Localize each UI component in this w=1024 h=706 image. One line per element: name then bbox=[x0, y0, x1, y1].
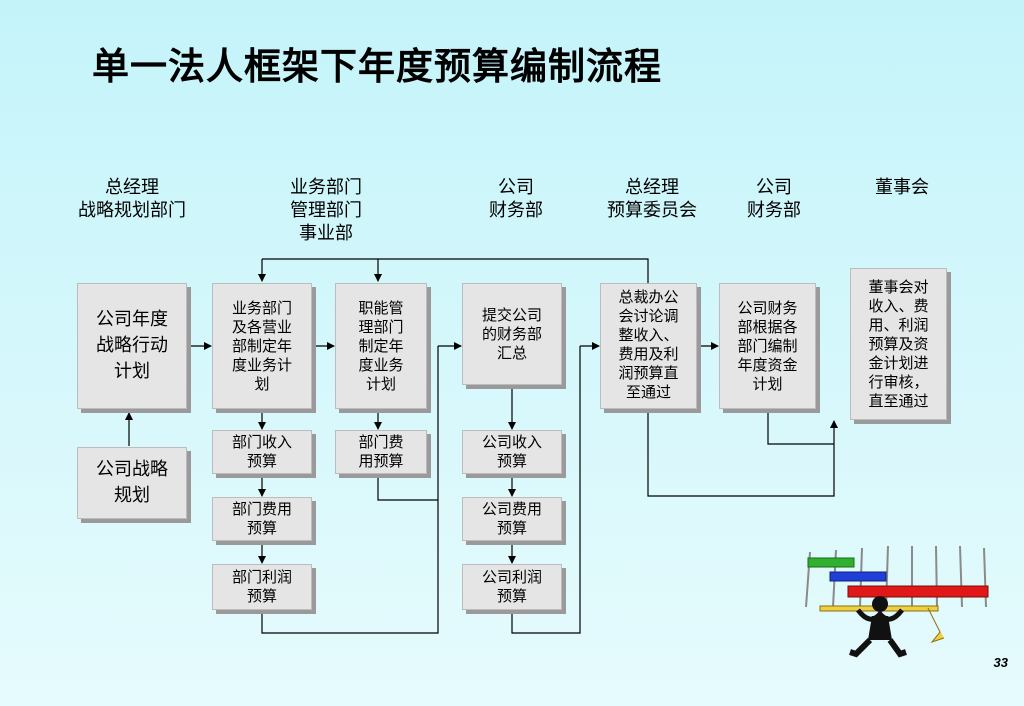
box-line: 整收入、 bbox=[618, 326, 679, 344]
box-line: 提交公司 bbox=[481, 305, 542, 324]
box-line: 董事会对 bbox=[868, 277, 929, 296]
feedback-loop-top bbox=[262, 258, 649, 284]
box-line: 金计划进 bbox=[868, 353, 929, 372]
box-line: 行审核， bbox=[868, 372, 929, 391]
box-line: 总裁办公 bbox=[618, 288, 679, 306]
person-lifting-bars-icon bbox=[805, 545, 989, 658]
box-line: 部门费用 bbox=[231, 500, 292, 518]
column-header-line: 管理部门 bbox=[290, 200, 362, 221]
column-header-finance-1: 公司 财务部 bbox=[466, 176, 566, 222]
box-line: 公司财务 bbox=[737, 298, 798, 317]
box-line: 的财务部 bbox=[481, 324, 542, 343]
box-line: 预算 bbox=[496, 452, 527, 470]
page-title: 单一法人框架下年度预算编制流程 bbox=[92, 45, 662, 88]
box-dept-expense-budget: 部门费用 预算 bbox=[212, 497, 312, 541]
column-header-strategy-dept: 总经理 战略规划部门 bbox=[62, 176, 202, 222]
box-submit-to-finance: 提交公司 的财务部 汇总 bbox=[462, 283, 562, 385]
column-header-line: 总经理 bbox=[105, 177, 159, 198]
column-header-line: 总经理 bbox=[625, 177, 679, 198]
box-dept-business-plan: 业务部门 及各营业 部制定年 度业务计 划 bbox=[212, 283, 312, 409]
box-board-review: 董事会对 收入、费 用、利润 预算及资 金计划进 行审核， 直至通过 bbox=[850, 268, 947, 420]
column-header-line: 财务部 bbox=[489, 200, 543, 221]
box-line: 汇总 bbox=[496, 343, 527, 362]
box-company-strategy: 公司战略 规划 bbox=[77, 447, 187, 519]
line-co-profit-to-ceo bbox=[511, 346, 581, 634]
box-func-expense-budget: 部门费 用预算 bbox=[335, 430, 427, 474]
box-line: 预算 bbox=[496, 587, 527, 605]
box-line: 公司收入 bbox=[481, 433, 542, 451]
column-header-line: 事业部 bbox=[299, 223, 353, 244]
box-line: 划 bbox=[254, 374, 270, 393]
box-line: 规划 bbox=[114, 485, 150, 506]
box-line: 会讨论调 bbox=[618, 307, 679, 325]
column-header-line: 公司 bbox=[756, 177, 792, 198]
box-line: 至通过 bbox=[625, 383, 671, 401]
box-line: 及各营业 bbox=[231, 317, 292, 336]
box-company-expense-budget: 公司费用 预算 bbox=[462, 497, 562, 541]
column-header-line: 业务部门 bbox=[290, 177, 362, 198]
box-company-income-budget: 公司收入 预算 bbox=[462, 430, 562, 474]
box-line: 度业务计 bbox=[231, 355, 292, 374]
box-line: 计划 bbox=[114, 361, 150, 382]
box-line: 费用及利 bbox=[618, 345, 679, 363]
box-line: 制定年 bbox=[358, 336, 404, 355]
line-func-expense-to-collector bbox=[377, 475, 438, 501]
line-dept-profit-to-submit bbox=[261, 346, 439, 634]
box-line: 预算及资 bbox=[868, 334, 929, 353]
column-header-business-depts: 业务部门 管理部门 事业部 bbox=[266, 176, 386, 245]
box-line: 年度资金 bbox=[737, 355, 798, 374]
box-line: 直至通过 bbox=[868, 391, 929, 410]
box-line: 职能管 bbox=[358, 298, 404, 317]
box-line: 用、利润 bbox=[868, 315, 929, 334]
box-line: 度业务 bbox=[358, 355, 404, 374]
box-line: 部门费 bbox=[358, 433, 404, 451]
column-header-line: 公司 bbox=[498, 177, 534, 198]
box-finance-capital-plan: 公司财务 部根据各 部门编制 年度资金 计划 bbox=[719, 283, 816, 409]
column-header-finance-2: 公司 财务部 bbox=[724, 176, 824, 222]
box-annual-strategic-plan: 公司年度 战略行动 计划 bbox=[77, 283, 187, 409]
box-line: 部制定年 bbox=[231, 336, 292, 355]
box-line: 公司利润 bbox=[481, 568, 542, 586]
box-company-profit-budget: 公司利润 预算 bbox=[462, 564, 562, 610]
column-header-line: 董事会 bbox=[875, 177, 929, 198]
column-header-budget-committee: 总经理 预算委员会 bbox=[592, 176, 712, 222]
box-line: 计划 bbox=[365, 374, 396, 393]
column-header-board: 董事会 bbox=[852, 176, 952, 199]
box-line: 战略行动 bbox=[96, 335, 168, 356]
box-functional-plan: 职能管 理部门 制定年 度业务 计划 bbox=[335, 283, 427, 409]
box-dept-profit-budget: 部门利润 预算 bbox=[212, 564, 312, 610]
box-line: 部门收入 bbox=[231, 433, 292, 451]
box-dept-income-budget: 部门收入 预算 bbox=[212, 430, 312, 474]
box-line: 部门利润 bbox=[231, 568, 292, 586]
box-line: 部门编制 bbox=[737, 336, 798, 355]
box-line: 收入、费 bbox=[868, 296, 929, 315]
column-header-line: 预算委员会 bbox=[607, 200, 697, 221]
box-line: 业务部门 bbox=[231, 298, 292, 317]
box-line: 理部门 bbox=[358, 317, 404, 336]
box-line: 预算 bbox=[246, 587, 277, 605]
box-line: 预算 bbox=[246, 452, 277, 470]
column-header-line: 战略规划部门 bbox=[78, 200, 186, 221]
box-line: 预算 bbox=[496, 519, 527, 537]
box-line: 公司年度 bbox=[96, 309, 168, 330]
column-header-line: 财务部 bbox=[747, 200, 801, 221]
line-finance-to-board bbox=[767, 410, 834, 445]
box-line: 计划 bbox=[752, 374, 783, 393]
box-line: 部根据各 bbox=[737, 317, 798, 336]
line-ceo-to-board bbox=[647, 410, 835, 497]
box-line: 用预算 bbox=[358, 452, 404, 470]
box-line: 公司费用 bbox=[481, 500, 542, 518]
box-line: 公司战略 bbox=[96, 459, 168, 480]
box-line: 预算 bbox=[246, 519, 277, 537]
box-line: 润预算直 bbox=[618, 364, 679, 382]
page-number: 33 bbox=[993, 655, 1008, 670]
box-ceo-office-review: 总裁办公 会讨论调 整收入、 费用及利 润预算直 至通过 bbox=[600, 283, 697, 409]
